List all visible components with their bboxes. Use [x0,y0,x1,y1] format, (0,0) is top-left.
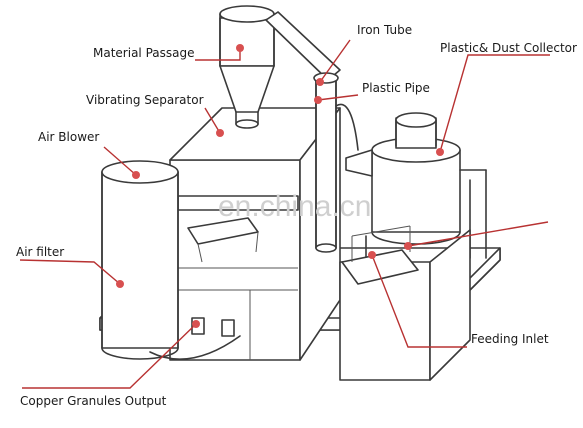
label-vibrating-separator: Vibrating Separator [86,93,204,107]
label-feeding-inlet: Feeding Inlet [471,332,549,346]
plastic-pipe [335,103,359,151]
label-plastic-dust-collector: Plastic& Dust Collector [440,41,577,55]
label-copper-granules-output: Copper Granules Output [20,394,167,408]
cyclone [219,5,275,129]
iron-tube [313,72,339,253]
marker-dots [116,44,444,328]
label-material-passage: Material Passage [93,46,194,60]
blower-duct [149,335,241,360]
label-air-blower: Air Blower [38,130,99,144]
feeding-inlet [339,225,471,381]
air-filter-cylinder [101,160,179,360]
label-plastic-pipe: Plastic Pipe [362,81,430,95]
label-air-filter: Air filter [16,245,64,259]
plastic-dust-collector [345,112,461,245]
leader-lines [19,39,550,389]
watermark: en.china.cn [218,190,371,223]
overhead-duct [265,11,341,81]
label-iron-tube: Iron Tube [357,23,412,37]
